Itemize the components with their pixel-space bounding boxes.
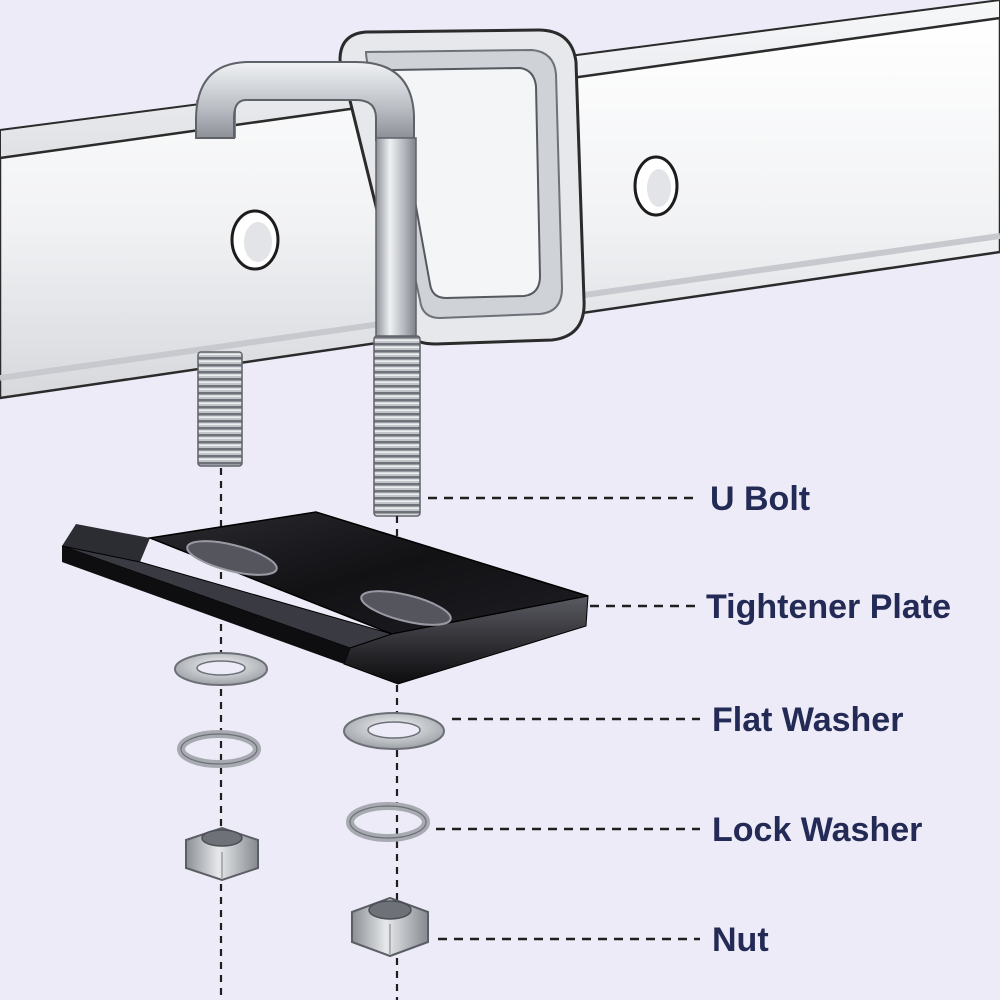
- tightener-plate: [61, 511, 589, 685]
- callout-leaders: [428, 496, 700, 941]
- u-bolt: [195, 61, 421, 517]
- u-bolt-left-thread: [197, 351, 243, 467]
- label-lock-washer: Lock Washer: [712, 811, 923, 849]
- label-nut: Nut: [712, 921, 769, 959]
- left-hardware-stack: [174, 652, 268, 882]
- label-tightener-plate: Tightener Plate: [706, 588, 951, 626]
- label-flat-washer: Flat Washer: [712, 701, 904, 739]
- u-bolt-right-thread: [373, 335, 421, 517]
- label-u-bolt: U Bolt: [710, 480, 811, 518]
- right-hardware-stack: [343, 712, 445, 958]
